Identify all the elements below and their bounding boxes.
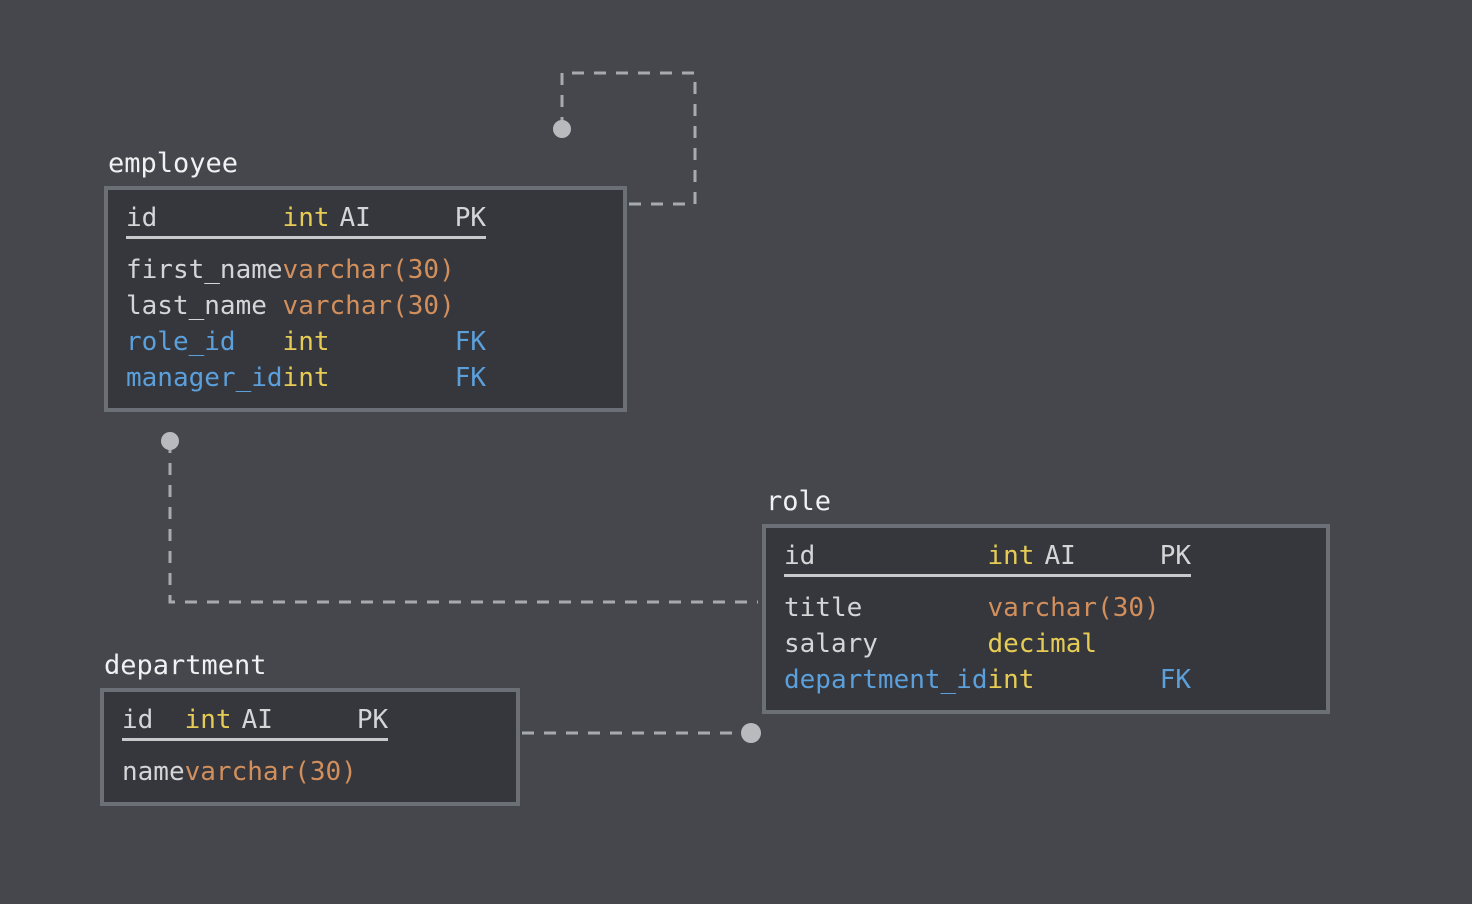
- entity-employee-fields: id int AI PK first_name varchar(30) last_…: [126, 200, 487, 396]
- field-key-label: [455, 288, 486, 324]
- field-type: int AI: [283, 200, 455, 236]
- field-type: int: [282, 363, 330, 393]
- field-type: int: [987, 665, 1035, 695]
- header-divider: [784, 574, 1191, 590]
- entity-department-box: id int AI PK name varchar(30): [100, 688, 520, 806]
- table-row: role_id int FK: [126, 324, 486, 360]
- field-name: id: [126, 203, 158, 233]
- field-type-text: int: [987, 541, 1035, 571]
- header-divider: [126, 236, 487, 252]
- field-key-label: [1160, 590, 1191, 626]
- field-name: id: [784, 541, 816, 571]
- field-key-label: PK: [454, 203, 487, 233]
- entity-role-box: id int AI PK title varchar(30) salary dec…: [762, 524, 1330, 714]
- entity-employee[interactable]: employee id int AI PK first_name varchar(…: [104, 148, 627, 412]
- entity-employee-title: employee: [108, 148, 239, 179]
- field-type: varchar(30): [282, 291, 455, 321]
- table-row: department_id int FK: [784, 662, 1191, 698]
- header-divider: [122, 738, 389, 754]
- table-row: manager_id int FK: [126, 360, 486, 396]
- field-key-label: FK: [454, 363, 487, 393]
- field-type: int: [282, 327, 330, 357]
- entity-role[interactable]: role id int AI PK title varchar(30) salar…: [762, 486, 1330, 714]
- table-row: title varchar(30): [784, 590, 1191, 626]
- field-type: varchar(30): [987, 593, 1160, 623]
- field-name: title: [784, 593, 863, 623]
- table-row: first_name varchar(30): [126, 252, 486, 288]
- field-key-label: PK: [356, 705, 389, 735]
- field-type: varchar(30): [184, 757, 357, 787]
- field-type-text: int: [184, 705, 232, 735]
- connector-dot-role-department: [741, 723, 761, 743]
- entity-department-title: department: [104, 650, 267, 681]
- field-name: last_name: [126, 291, 267, 321]
- table-row: salary decimal: [784, 626, 1191, 662]
- field-name: first_name: [126, 255, 283, 285]
- field-key-label: FK: [1159, 665, 1191, 695]
- connector-dot-employee-manager: [553, 120, 571, 138]
- field-type: int AI: [185, 702, 357, 738]
- field-modifier-ai: AI: [339, 203, 371, 233]
- entity-department[interactable]: department id int AI PK name varchar(30): [100, 650, 520, 806]
- table-row: name varchar(30): [122, 754, 388, 790]
- field-key-label: [1160, 626, 1191, 662]
- field-type: int AI: [988, 538, 1160, 574]
- table-row: last_name varchar(30): [126, 288, 486, 324]
- field-key-label: [357, 754, 388, 790]
- field-type: decimal: [987, 629, 1098, 659]
- field-name: name: [122, 757, 185, 787]
- field-key-label: [455, 252, 486, 288]
- field-modifier-ai: AI: [241, 705, 273, 735]
- table-row: id int AI PK: [784, 538, 1191, 574]
- field-name: id: [122, 705, 154, 735]
- connector-employee-role: [168, 441, 758, 604]
- field-modifier-ai: AI: [1044, 541, 1076, 571]
- connector-dot-employee-role: [161, 432, 179, 450]
- entity-department-fields: id int AI PK name varchar(30): [122, 702, 389, 790]
- entity-role-title: role: [766, 486, 832, 517]
- field-name: role_id: [126, 327, 236, 357]
- field-name: salary: [784, 629, 878, 659]
- field-name: manager_id: [126, 363, 283, 393]
- entity-role-fields: id int AI PK title varchar(30) salary dec…: [784, 538, 1191, 698]
- field-key-label: FK: [454, 327, 487, 357]
- field-type-text: int: [282, 203, 330, 233]
- entity-employee-box: id int AI PK first_name varchar(30) last_…: [104, 186, 627, 412]
- field-name: department_id: [784, 665, 988, 695]
- field-type: varchar(30): [282, 255, 455, 285]
- table-row: id int AI PK: [122, 702, 388, 738]
- table-row: id int AI PK: [126, 200, 486, 236]
- field-key-label: PK: [1159, 541, 1191, 571]
